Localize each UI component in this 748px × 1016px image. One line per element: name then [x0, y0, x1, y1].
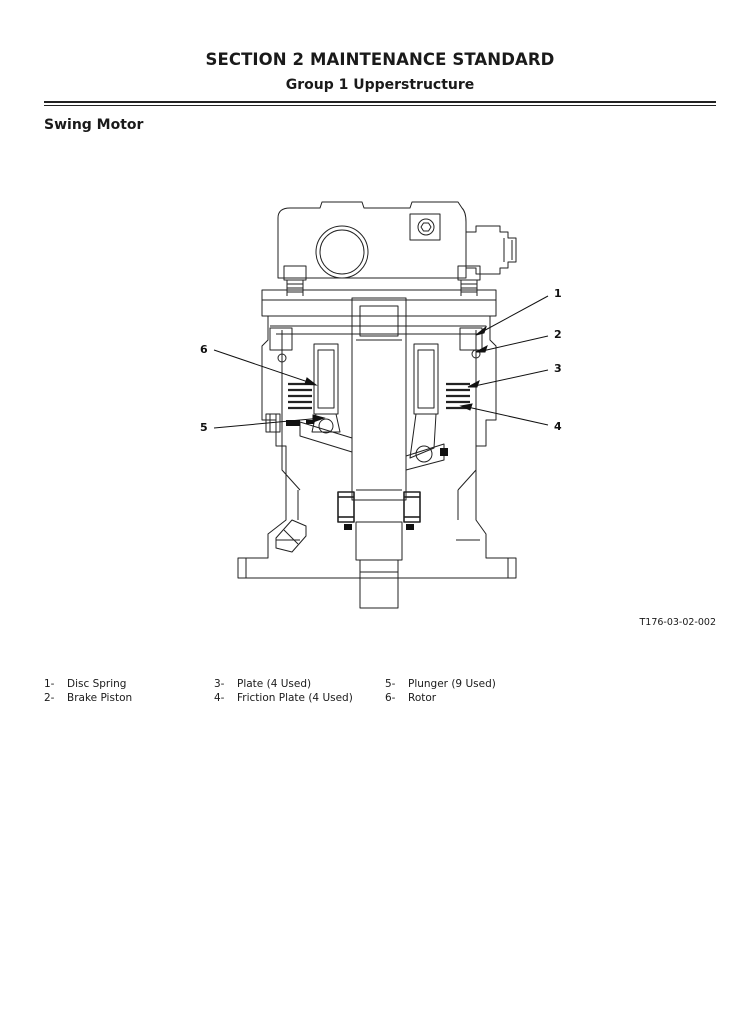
callout-6: 6: [200, 343, 208, 356]
section-title: SECTION 2 MAINTENANCE STANDARD: [205, 50, 555, 69]
callout-1: 1: [554, 287, 562, 300]
subsection-title: Swing Motor: [44, 117, 144, 133]
header-rule-top: [44, 101, 716, 103]
legend-label: Plate (4 Used): [237, 678, 312, 690]
legend-number: 2-: [44, 692, 55, 704]
legend-label: Friction Plate (4 Used): [237, 692, 353, 704]
legend-number: 6-: [385, 692, 396, 704]
swing-motor-drawing: 1 2 3 4 5 6: [200, 201, 562, 609]
group-title: Group 1 Upperstructure: [285, 77, 475, 93]
legend-number: 1-: [44, 678, 55, 690]
callout-4: 4: [554, 420, 562, 433]
legend-label: Rotor: [408, 692, 437, 704]
legend-number: 3-: [214, 678, 225, 690]
legend-label: Disc Spring: [67, 678, 127, 690]
callout-2: 2: [554, 328, 562, 341]
header-rule-bottom: [44, 104, 716, 106]
legend-number: 4-: [214, 692, 225, 704]
callout-5: 5: [200, 421, 208, 434]
legend-label: Plunger (9 Used): [408, 678, 496, 690]
legend-number: 5-: [385, 678, 396, 690]
callout-3: 3: [554, 362, 562, 375]
legend-label: Brake Piston: [67, 692, 133, 704]
figure-code: T176-03-02-002: [639, 617, 716, 628]
